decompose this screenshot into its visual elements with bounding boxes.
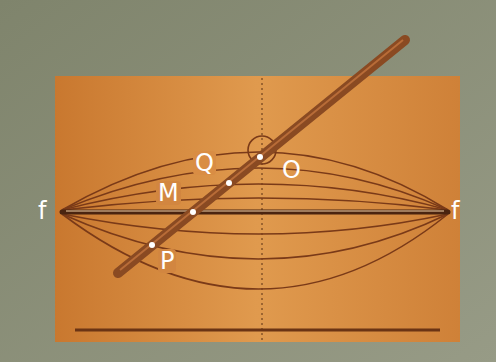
field-line [62, 168, 448, 210]
pointer-stick [118, 40, 405, 273]
rod-highlight [66, 210, 444, 211]
point-dot [149, 242, 155, 248]
point-dot [257, 154, 263, 160]
point-label: O [280, 158, 303, 182]
stick-highlight [120, 40, 403, 270]
center-line [262, 78, 263, 340]
wooden-board [55, 76, 460, 342]
point-dot [226, 180, 232, 186]
point-label: f [36, 199, 48, 223]
point-label: M [156, 181, 181, 205]
conductor-rod [62, 210, 448, 215]
field-line [62, 214, 448, 234]
field-line [62, 214, 448, 289]
point-label: P [158, 249, 176, 273]
bottom-strip [75, 329, 440, 332]
field-line [62, 214, 448, 259]
field-line [62, 198, 448, 210]
point-label: f [449, 199, 461, 223]
point-dot [190, 209, 196, 215]
point-label: Q [193, 151, 216, 175]
